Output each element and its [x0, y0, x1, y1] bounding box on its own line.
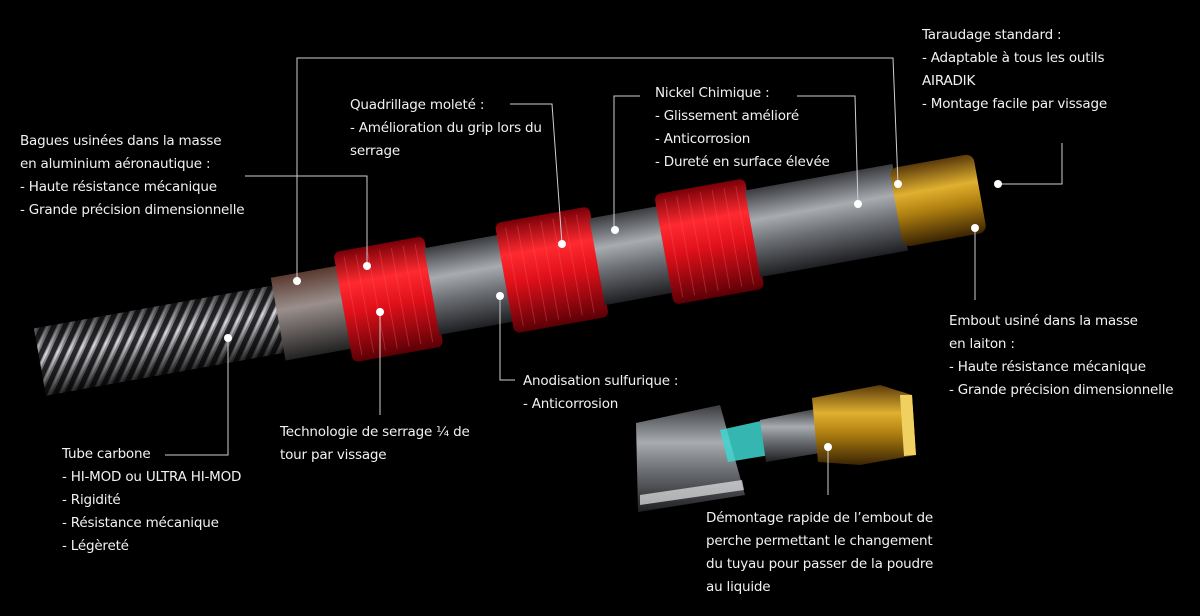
callout-title: en laiton : [949, 336, 1015, 352]
callout-item: - Adaptable à tous les outils [922, 50, 1105, 66]
nickel-sleeve [589, 206, 674, 306]
nickel-sleeve [423, 234, 515, 335]
callout-embout: Embout usiné dans la masse en laiton : -… [949, 310, 1174, 402]
callout-title: Bagues usinées dans la masse [20, 133, 222, 149]
callout-tube-carbone: Tube carbone - HI-MOD ou ULTRA HI-MOD - … [62, 443, 241, 558]
callout-line: perche permettant le changement [706, 533, 933, 549]
callout-title: Embout usiné dans la masse [949, 313, 1138, 329]
callout-item: - Glissement amélioré [655, 108, 799, 124]
callout-bagues: Bagues usinées dans la masse en aluminiu… [20, 130, 245, 222]
nickel-sleeve [744, 163, 908, 278]
callout-item: - Anticorrosion [655, 131, 751, 147]
callout-item: - Haute résistance mécanique [20, 179, 217, 195]
callout-item: - Rigidité [62, 492, 121, 508]
callout-line: Technologie de serrage ¼ de [280, 424, 470, 440]
callout-item: - Haute résistance mécanique [949, 359, 1146, 375]
callout-item: - Amélioration du grip lors du [350, 120, 542, 136]
callout-item: - Dureté en surface élevée [655, 154, 830, 170]
callout-line: au liquide [706, 579, 771, 595]
callout-title: Taraudage standard : [922, 27, 1062, 43]
callout-title: Nickel Chimique : [655, 85, 770, 101]
callout-item: - HI-MOD ou ULTRA HI-MOD [62, 469, 242, 485]
callout-line: du tuyau pour passer de la poudre [706, 556, 934, 572]
tip-detail-inset [636, 385, 916, 512]
leader-lines [165, 57, 1063, 495]
callout-item: - Anticorrosion [523, 396, 619, 412]
callout-item: - Légèreté [62, 538, 129, 554]
callout-title: Anodisation sulfurique : [523, 373, 679, 389]
aluminium-collar [270, 265, 355, 361]
callout-item: - Grande précision dimensionnelle [20, 202, 245, 218]
callout-item: - Grande précision dimensionnelle [949, 382, 1174, 398]
callout-item: serrage [350, 143, 400, 159]
red-knurled-ring [655, 179, 764, 304]
callout-technologie: Technologie de serrage ¼ de tour par vis… [280, 421, 470, 467]
callout-item: AIRADIK [922, 73, 976, 89]
callout-taraudage: Taraudage standard : - Adaptable à tous … [922, 24, 1107, 116]
red-knurled-ring [495, 207, 608, 333]
callout-anodisation: Anodisation sulfurique : - Anticorrosion [523, 370, 678, 416]
callout-title: en aluminium aéronautique : [20, 156, 211, 172]
callout-title: Quadrillage moleté : [350, 97, 485, 113]
callout-item: - Résistance mécanique [62, 515, 219, 531]
callout-dots [224, 180, 1002, 451]
pole-tube [33, 154, 986, 396]
red-knurled-ring [334, 237, 443, 362]
callout-title: Tube carbone [62, 446, 151, 462]
callout-nickel: Nickel Chimique : - Glissement amélioré … [655, 82, 830, 174]
callout-line: Démontage rapide de l’embout de [706, 510, 934, 526]
callout-item: - Montage facile par vissage [922, 96, 1107, 112]
callout-line: tour par vissage [280, 447, 387, 463]
callout-demontage: Démontage rapide de l’embout de perche p… [706, 507, 933, 599]
callout-quadrillage: Quadrillage moleté : - Amélioration du g… [350, 94, 542, 163]
brass-tip [890, 154, 986, 247]
